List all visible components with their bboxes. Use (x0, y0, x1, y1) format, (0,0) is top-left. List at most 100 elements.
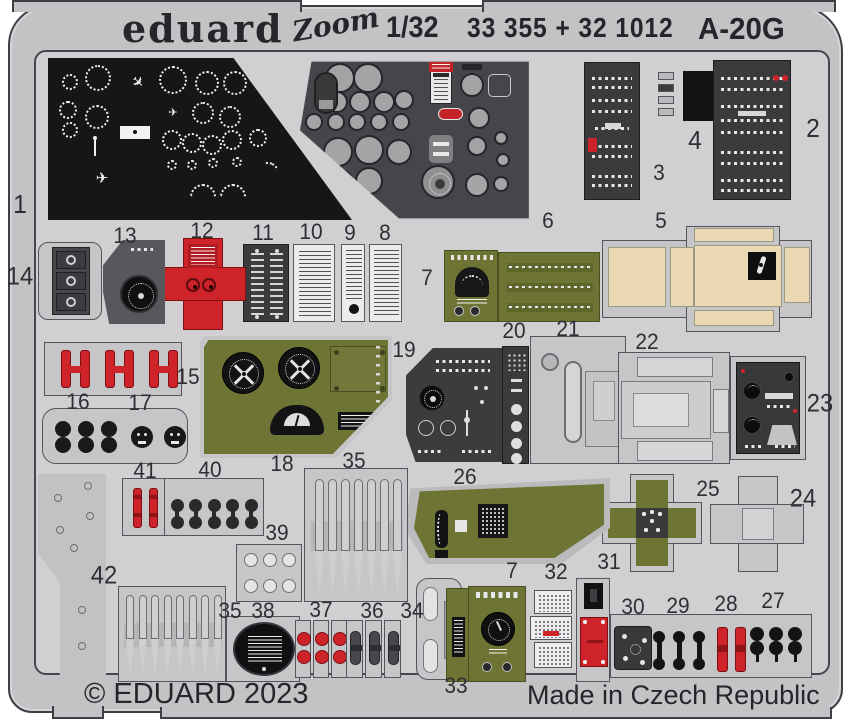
knob-part (78, 421, 94, 437)
fret-part-15-red-handles (44, 342, 182, 396)
fret-part-36 (384, 620, 401, 678)
white-disc (282, 579, 296, 593)
aircraft-label: A-20G (698, 11, 785, 46)
part-label-15-14: 15 (176, 364, 200, 389)
semicircle-gauge (270, 405, 324, 435)
red-indicator (782, 75, 788, 81)
fret-part-32 (534, 642, 572, 668)
part-label-16-15: 16 (66, 389, 90, 414)
part-label-17-16: 17 (128, 390, 152, 415)
part-label-12-11: 12 (190, 218, 214, 243)
fret-part-30 (614, 626, 652, 670)
perforated-plate (478, 504, 508, 538)
red-disc (315, 632, 329, 646)
gauge-dial-glyph (208, 158, 218, 168)
part-label-14-13: 14 (6, 262, 34, 291)
part-label-18-17: 18 (270, 451, 294, 476)
fret-part-21 (530, 336, 626, 464)
fret-part-7-gauge-panel-2 (468, 586, 526, 682)
gauge (455, 267, 489, 297)
part-28-red-cylinder (735, 627, 746, 672)
instrument-hole (468, 107, 490, 129)
fret-part-5-panel (670, 247, 694, 307)
small-strip-part (658, 96, 674, 104)
fret-part-33 (446, 588, 470, 682)
part-label-26-25: 26 (453, 464, 477, 489)
square-outline (488, 74, 511, 97)
cartridge (126, 595, 134, 639)
fret-part-39 (236, 544, 302, 602)
part-label-23-22: 23 (806, 389, 834, 418)
part-label-40-39: 40 (198, 457, 222, 482)
fret-part-35-ammo-belt-2 (118, 586, 226, 682)
fret-part-13 (103, 240, 165, 324)
fret-part-20 (502, 346, 529, 464)
red-indicator (773, 75, 779, 81)
gauge-dial-glyph (219, 106, 241, 128)
part-label-37-36: 37 (309, 597, 333, 622)
part-label-35-34: 35 (342, 448, 366, 473)
part-label-25-24: 25 (696, 476, 720, 501)
part-label-2-1: 2 (806, 113, 820, 143)
cartridge (188, 595, 197, 639)
cartridge (151, 595, 159, 639)
fret-part-14 (38, 242, 102, 320)
knob (482, 662, 492, 672)
instrument-hole (493, 176, 509, 192)
red-disc (297, 632, 311, 646)
part-label-32-31: 32 (544, 559, 568, 584)
red-cylinder (133, 488, 142, 528)
red-label (438, 108, 463, 120)
part-label-10-9: 10 (299, 219, 323, 244)
knob-part (55, 421, 71, 437)
gauge-dial-glyph (182, 133, 202, 153)
white-button (510, 420, 522, 432)
gauge-dial-glyph (85, 105, 109, 129)
knob (743, 382, 761, 400)
fret-part-38-data-plate (226, 616, 300, 682)
instrument-hole (494, 131, 508, 145)
part-label-31-30: 31 (597, 549, 621, 574)
part-label-39-38: 39 (265, 520, 289, 545)
round-gauge (278, 347, 320, 389)
frame-tab (160, 707, 832, 719)
fret-part-8-placard (369, 244, 402, 322)
instrument-hole (349, 91, 371, 113)
fret-part-9-placard (341, 244, 365, 322)
fret-part-37 (295, 620, 311, 678)
fret-part-32 (530, 616, 572, 640)
gauge-dial-glyph (62, 122, 78, 138)
aircraft-glyph: ✈ (168, 106, 178, 119)
fret-part-10-placard (293, 244, 335, 322)
red-chip (588, 138, 597, 152)
part-27-knob (788, 627, 802, 641)
fret-part-5-panel (784, 247, 810, 303)
eduard-logo: eduard (122, 6, 284, 51)
fret-part-5-panel (694, 310, 774, 326)
part-label-20-19: 20 (502, 318, 526, 343)
part-label-30-29: 30 (621, 594, 645, 619)
gauge-dial-glyph (222, 130, 242, 150)
white-disc (244, 553, 258, 567)
part-27-knob (750, 627, 764, 641)
rotary-dial (421, 165, 455, 199)
gauge-dial-glyph (232, 157, 242, 167)
cartridge (138, 595, 147, 639)
small-strip-part (658, 108, 674, 116)
part-label-38-37: 38 (251, 598, 275, 623)
gauge-dial-glyph (159, 66, 187, 94)
cartridge (341, 479, 350, 551)
gauge-dial-glyph (192, 102, 214, 124)
gauge (481, 612, 515, 646)
knob (454, 306, 464, 316)
catalog-numbers: 33 355 + 32 1012 (467, 12, 674, 43)
part-27-knob (769, 627, 783, 641)
fret-part-5-panel (694, 228, 774, 242)
fret-part-32 (534, 590, 572, 614)
part-label-33-32: 33 (444, 673, 468, 698)
control-block (429, 135, 453, 163)
fret-part-22 (618, 352, 730, 464)
